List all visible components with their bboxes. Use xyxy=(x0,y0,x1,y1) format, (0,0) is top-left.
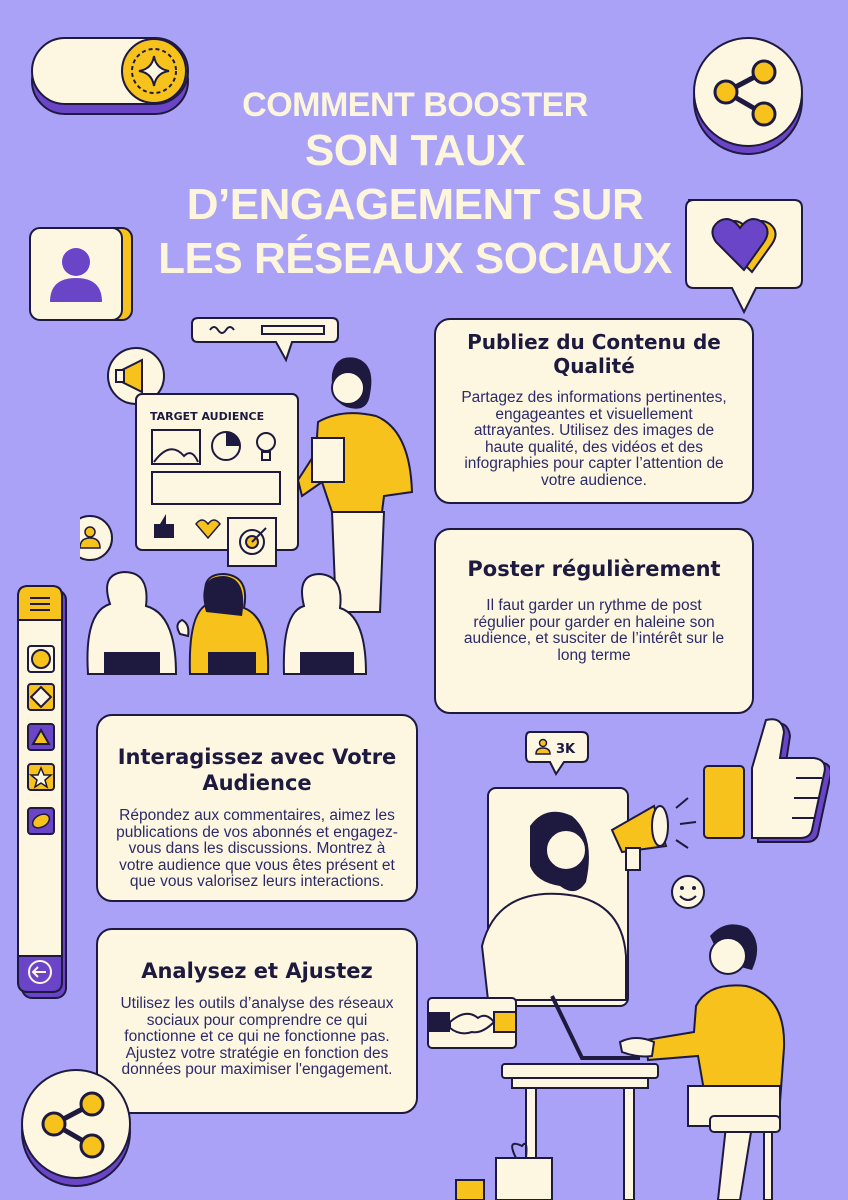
sparkle-toggle-icon xyxy=(31,37,189,115)
smiley-icon xyxy=(671,875,705,909)
user-icon xyxy=(29,227,133,321)
title-line-1: COMMENT BOOSTER xyxy=(242,86,588,124)
title-line-4: LES RÉSEAUX SOCIAUX xyxy=(158,234,672,283)
thumbs-up-icon xyxy=(703,718,830,843)
card-body: Répondez aux commentaires, aimez les pub… xyxy=(116,807,398,890)
social-media-illustration xyxy=(427,787,786,1200)
heart-bubble-icon xyxy=(685,199,803,315)
card-heading: Poster régulièrement xyxy=(467,557,721,581)
page-title: COMMENT BOOSTER SON TAUX D’ENGAGEMENT SU… xyxy=(140,86,690,286)
board-label: TARGET AUDIENCE xyxy=(150,410,264,423)
title-line-2: SON TAUX xyxy=(304,126,526,175)
card-interact-audience: Interagissez avec Votre Audience Réponde… xyxy=(96,714,418,902)
card-heading: Interagissez avec Votre Audience xyxy=(117,745,397,795)
target-audience-illustration: TARGET AUDIENCE xyxy=(80,317,414,675)
card-heading: Publiez du Contenu de Qualité xyxy=(467,330,721,378)
card-body: Il faut garder un rythme de post régulie… xyxy=(463,597,725,664)
card-quality-content: Publiez du Contenu de Qualité Partagez d… xyxy=(434,318,754,504)
card-body: Partagez des informations pertinentes, e… xyxy=(461,389,727,489)
side-toolbar xyxy=(17,585,67,999)
card-heading: Analysez et Ajustez xyxy=(141,959,373,983)
card-post-regularly: Poster régulièrement Il faut garder un r… xyxy=(434,528,754,714)
card-body: Utilisez les outils d’analyse des réseau… xyxy=(120,995,394,1078)
title-line-3: D’ENGAGEMENT SUR xyxy=(186,180,644,229)
followers-badge: 3K xyxy=(525,731,589,776)
card-analyze-adjust: Analysez et Ajustez Utilisez les outils … xyxy=(96,928,418,1114)
share-icon xyxy=(693,37,803,155)
share-icon xyxy=(21,1069,131,1187)
followers-count: 3K xyxy=(556,742,576,757)
handshake-icon xyxy=(427,997,517,1049)
